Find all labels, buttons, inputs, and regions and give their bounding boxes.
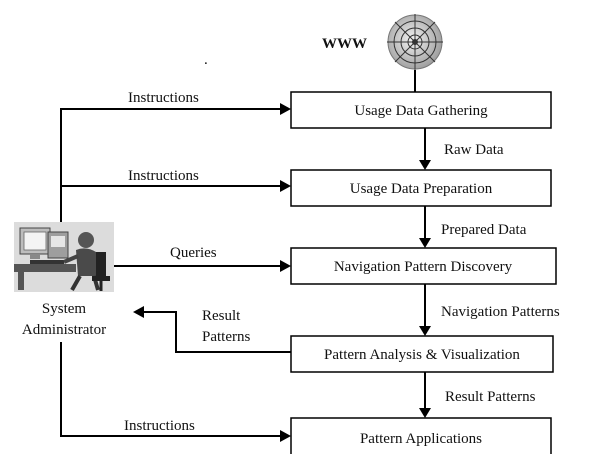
spider-web-icon [387,14,443,70]
box-label-gathering: Usage Data Gathering [354,103,488,119]
arrow-instructions-2 [61,180,291,192]
admin-label-queries: Queries [170,245,217,261]
flow-label-result-patterns: Result Patterns [445,389,536,405]
actor-label-administrator: Administrator [22,322,106,338]
arrow-raw-data [419,128,431,170]
admin-label-result-line1: Result [202,308,241,324]
arrow-queries [114,260,291,272]
pattern-applications-box: Pattern Applications [290,417,552,454]
flow-label-navigation-patterns: Navigation Patterns [441,304,560,320]
pattern-analysis-visualization-box: Pattern Analysis & Visualization [290,335,554,373]
admin-label-instructions-1: Instructions [128,90,199,106]
stray-dot: . [204,52,208,68]
box-label-preparation: Usage Data Preparation [350,181,493,197]
computer-user-icon [14,222,114,292]
admin-label-instructions-3: Instructions [124,418,195,434]
actor-label-system: System [42,301,87,317]
arrow-instructions-3 [60,342,291,442]
usage-data-gathering-box: Usage Data Gathering [290,91,552,129]
box-label-discovery: Navigation Pattern Discovery [334,259,513,275]
navigation-pattern-discovery-box: Navigation Pattern Discovery [290,247,557,285]
flow-label-raw-data: Raw Data [444,142,504,158]
admin-label-result-line2: Patterns [202,329,250,345]
arrow-result-patterns [419,372,431,418]
usage-data-preparation-box: Usage Data Preparation [290,169,552,207]
www-label: WWW [322,36,367,52]
arrow-prepared-data [419,206,431,248]
flow-label-prepared-data: Prepared Data [441,222,527,238]
admin-label-instructions-2: Instructions [128,168,199,184]
arrow-instructions-1 [60,103,291,222]
arrow-navigation-patterns [419,284,431,336]
box-label-applications: Pattern Applications [360,431,482,447]
arrow-result-patterns-back [133,306,291,353]
box-label-analysis: Pattern Analysis & Visualization [324,347,520,363]
